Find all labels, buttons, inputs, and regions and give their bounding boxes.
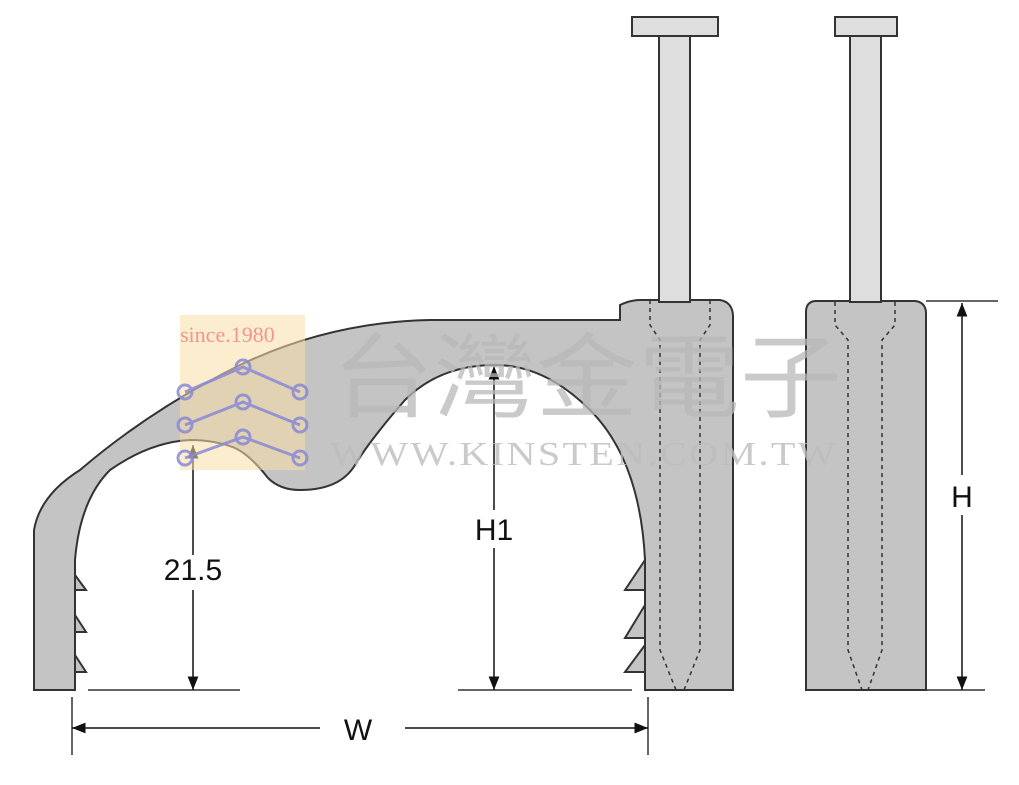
watermark-circuit-icon (176, 358, 309, 467)
clip-teeth-left (74, 571, 88, 673)
dimension-width-label: W (344, 714, 373, 747)
watermark-url: WWW.KINSTEN.COM.TW (330, 436, 838, 473)
dimension-h1-label: H1 (475, 514, 513, 547)
clip-side-view (805, 300, 927, 691)
watermark-since: since.1980 (180, 322, 275, 347)
dimension-height-label: H (951, 481, 973, 514)
nail-head-side (834, 16, 898, 37)
clip-teeth-right (623, 556, 646, 673)
nail-hidden-lines-front (649, 300, 711, 691)
nail-shank-side (849, 35, 882, 303)
base-lines (71, 300, 998, 755)
watermark: since.1980 台灣金電子 WWW.KINSTEN.COM.TW (176, 315, 842, 473)
nail-shank-front (658, 35, 691, 303)
watermark-chinese-text: 台灣金電子 (332, 325, 842, 432)
dimension-inner-height-label: 21.5 (164, 554, 222, 587)
nail-head-front (631, 16, 719, 37)
nail-hidden-lines-side (834, 302, 896, 691)
